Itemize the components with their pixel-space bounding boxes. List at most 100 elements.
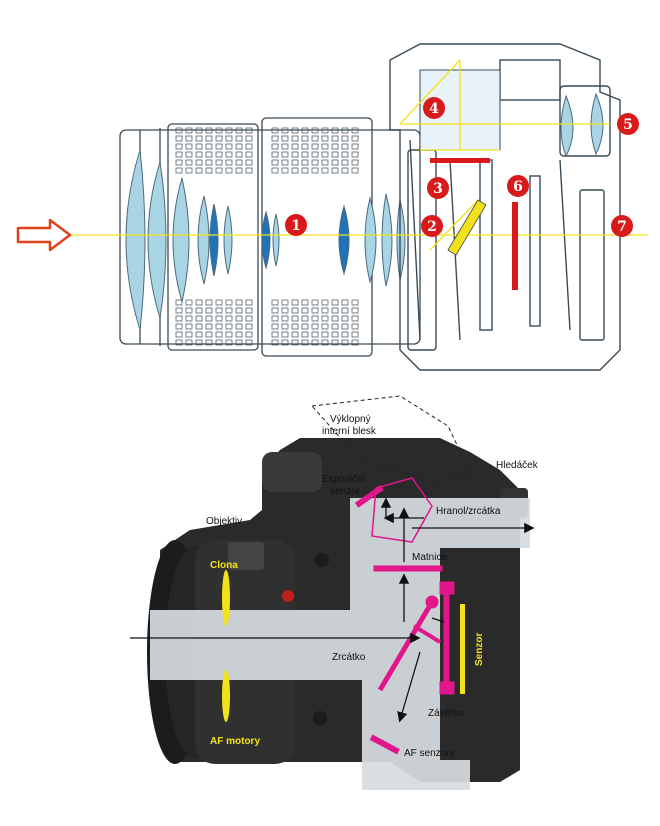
reflex-mirror [447,199,487,256]
grip-cell [351,151,359,158]
grip-cell [301,135,309,142]
grip-cell [321,159,329,166]
grip-cell [341,339,349,346]
grip-cell [195,307,203,314]
exposure-sensor-label-line1: Expoziční [322,474,366,485]
grip-cell [351,143,359,150]
grip-cell [321,315,329,322]
grip-cell [205,323,213,330]
grip-cell [205,135,213,142]
grip-cell [281,151,289,158]
svg-text:7: 7 [617,219,627,235]
grip-cell [341,135,349,142]
grip-cell [175,167,183,174]
optical-axis [18,59,648,251]
grip-cell [271,315,279,322]
grip-cell [271,339,279,346]
grip-cell [301,299,309,306]
grip-cell [301,151,309,158]
grip-cell [215,167,223,174]
grip-cell [235,143,243,150]
grip-cell [301,323,309,330]
grip-cell [215,315,223,322]
grip-cell [281,323,289,330]
callout-7: 7 [611,215,633,237]
grip-cell [271,167,279,174]
grip-cell [331,143,339,150]
grip-cell [215,323,223,330]
viewfinder-label: Hledáček [496,460,539,471]
grip-cell [281,339,289,346]
grip-cell [321,331,329,338]
grip-cell [301,167,309,174]
grip-cell [215,127,223,134]
grip-cell [235,127,243,134]
grip-cell [245,339,253,346]
grip-cell [195,151,203,158]
pentaprism-outline [371,477,433,543]
flash-label-line1: Výklopný [330,414,371,425]
grip-cell [331,135,339,142]
grip-cell [291,159,299,166]
grip-cell [205,331,213,338]
svg-text:3: 3 [433,181,443,197]
grip-cell [321,135,329,142]
grip-cell [175,143,183,150]
grip-cell [351,127,359,134]
grip-cell [245,127,253,134]
grip-cell [311,151,319,158]
aperture-label: Clona [210,560,238,571]
grip-cell [291,331,299,338]
prism-label: Hranol/zrcátka [436,506,501,517]
focusing-screen [430,158,490,163]
grip-cell [195,135,203,142]
grip-cell [281,143,289,150]
grip-cell [205,167,213,174]
grip-cell [321,151,329,158]
grip-cell [291,151,299,158]
grip-cell [271,323,279,330]
grip-cell [321,323,329,330]
lens-elements [125,149,406,331]
grip-cell [235,307,243,314]
grip-cell [205,339,213,346]
grip-cell [215,299,223,306]
camera-light-path-diagram: Výklopný interní blesk Hledáček Expozičn… [130,395,539,790]
grip-cell [185,143,193,150]
grip-cell [351,323,359,330]
grip-cell [291,307,299,314]
af-motors-label: AF motory [210,736,260,747]
grip-cell [321,307,329,314]
grip-cell [235,151,243,158]
grip-cell [205,127,213,134]
grip-cell [311,135,319,142]
grip-cell [341,143,349,150]
grip-cell [271,307,279,314]
grip-cell [175,323,183,330]
grip-cell [321,127,329,134]
grip-cell [351,315,359,322]
grip-cell [235,159,243,166]
grip-cell [215,143,223,150]
grip-cell [271,151,279,158]
grip-cell [235,323,243,330]
grip-cell [225,135,233,142]
grip-cell [245,323,253,330]
grip-cell [271,127,279,134]
lens-grip-pattern [175,127,359,346]
grip-cell [215,307,223,314]
grip-cell [235,299,243,306]
grip-cell [245,331,253,338]
grip-cell [271,159,279,166]
grip-cell [331,339,339,346]
grip-cell [185,299,193,306]
matte-bar [373,565,443,572]
grip-cell [225,143,233,150]
grip-cell [311,315,319,322]
af-sensors-label: AF senzory [404,748,455,759]
grip-cell [321,143,329,150]
grip-cell [185,151,193,158]
grip-cell [321,299,329,306]
grip-cell [271,299,279,306]
grip-cell [225,323,233,330]
